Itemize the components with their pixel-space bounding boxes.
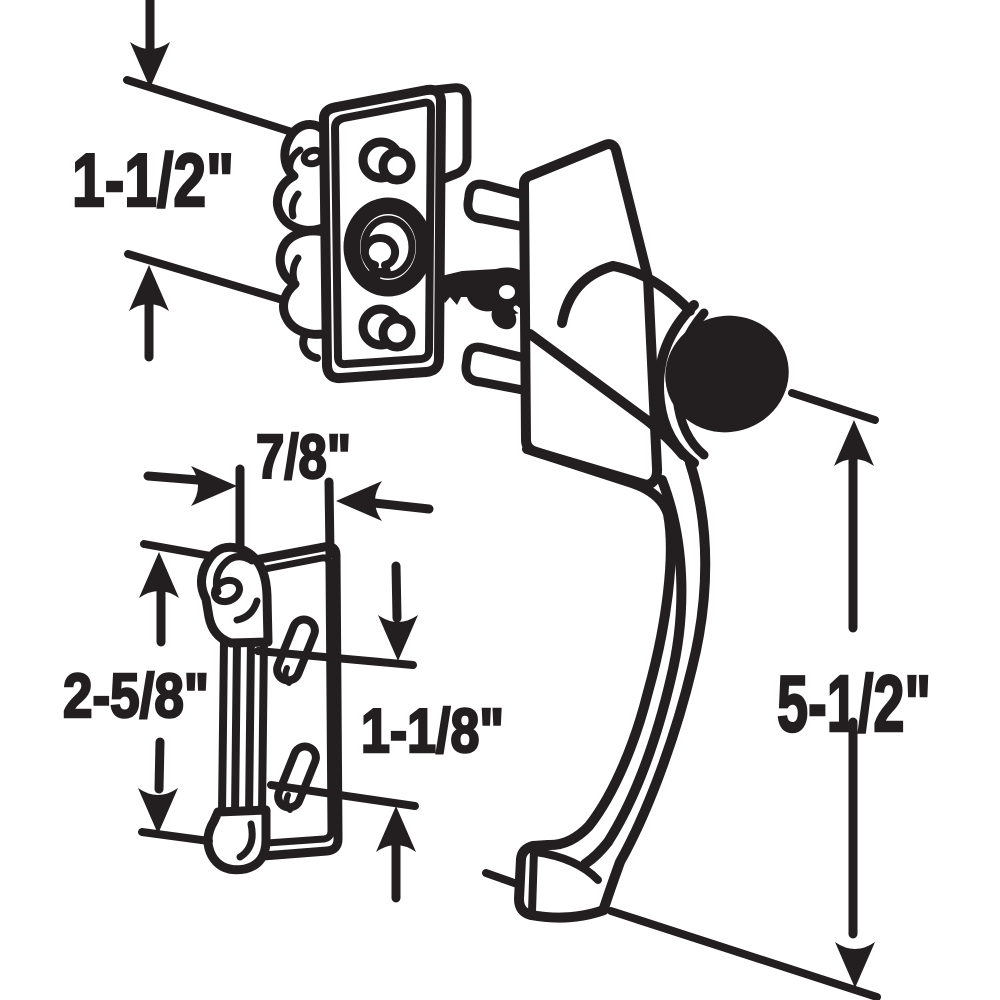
dim-strike-height: 2-5/8" [62, 540, 215, 845]
arrowhead-up [376, 806, 416, 852]
extension-line [254, 647, 417, 669]
keyway [360, 234, 400, 276]
dim-lock-height: 1-1/2" [71, 0, 344, 362]
cam-detail-arc [288, 190, 302, 220]
lever-foot-end-face [528, 846, 538, 916]
screw-post-bottom-face [378, 314, 416, 352]
cylinder-top-edge [608, 261, 695, 316]
cylinder-base-arc [557, 261, 618, 328]
dim-shaft [143, 471, 203, 485]
lock-plate-inner-edge [331, 98, 435, 369]
lever-middle-line [580, 475, 687, 869]
keeper-bar-line [231, 636, 241, 820]
arrowhead-down [138, 788, 178, 834]
keeper-foot-bottom [203, 805, 271, 875]
lever-foot-inner-arc [532, 848, 602, 884]
arrowhead-left [336, 481, 382, 521]
push-button [665, 315, 789, 433]
arrowhead-up [139, 552, 179, 598]
handle-screw-prong-bottom [461, 342, 538, 397]
arrowhead-down [835, 942, 875, 988]
cam-detail-arc [286, 146, 304, 176]
dim-label-slot-spacing: 1-1/8" [361, 697, 504, 766]
dim-shaft [369, 498, 434, 514]
extension-line [482, 869, 521, 888]
lock-cam-tail [299, 331, 321, 362]
arrowhead-down [130, 42, 170, 88]
key [437, 267, 535, 330]
hook-inner-lobe [210, 576, 244, 606]
slot-depth-arc [283, 792, 293, 813]
cam-detail-arc [289, 254, 302, 284]
lever-left-edge [522, 444, 676, 851]
handle-mounting-plate [519, 139, 663, 490]
arrowhead-right [191, 466, 237, 506]
arrowhead-up [129, 265, 169, 311]
dim-label-lock-height: 1-1/2" [72, 138, 234, 222]
dim-shaft [154, 737, 165, 794]
slot-depth-arc [282, 665, 292, 686]
dim-shaft [391, 561, 402, 623]
key-silhouette [437, 267, 535, 330]
handle-screw-prong-top [463, 179, 540, 234]
keeper-bar-line [245, 634, 255, 822]
arrowhead-down [378, 615, 418, 661]
keyway-slot-line [372, 270, 381, 295]
hook-inner-arc [233, 597, 261, 624]
dim-label-strike-height: 2-5/8" [63, 662, 209, 731]
cylinder-ring [352, 206, 424, 288]
dim-label-strike-width: 7/8" [256, 423, 351, 492]
keeper-bar-line [218, 636, 228, 818]
extension-line [607, 907, 881, 1000]
dim-slot-spacing: 1-1/8" [254, 561, 505, 903]
dim-handle-height: 5-1/2" [482, 389, 932, 1000]
keeper-bar-body [216, 632, 268, 822]
lock-cylinder-assembly [273, 83, 472, 384]
extension-line [788, 389, 879, 424]
extension-line [140, 540, 215, 560]
foot-inner-arc [236, 820, 256, 861]
dim-tick [324, 477, 335, 559]
lever-right-edge [599, 458, 711, 913]
keeper-bar-line [258, 632, 268, 818]
housing-front-edge [525, 329, 653, 426]
key-bow-hole [499, 285, 515, 299]
strike-plate [197, 542, 343, 875]
button-rim-outer [654, 300, 699, 468]
push-button-handle [461, 139, 789, 923]
extension-line [138, 828, 213, 845]
extension-line [267, 781, 419, 810]
arrowhead-up [834, 420, 874, 466]
screw-post-top-face [378, 147, 416, 185]
dim-strike-width: 7/8" [143, 422, 434, 559]
lever-foot [514, 840, 609, 923]
lock-cam-lower [275, 226, 333, 339]
